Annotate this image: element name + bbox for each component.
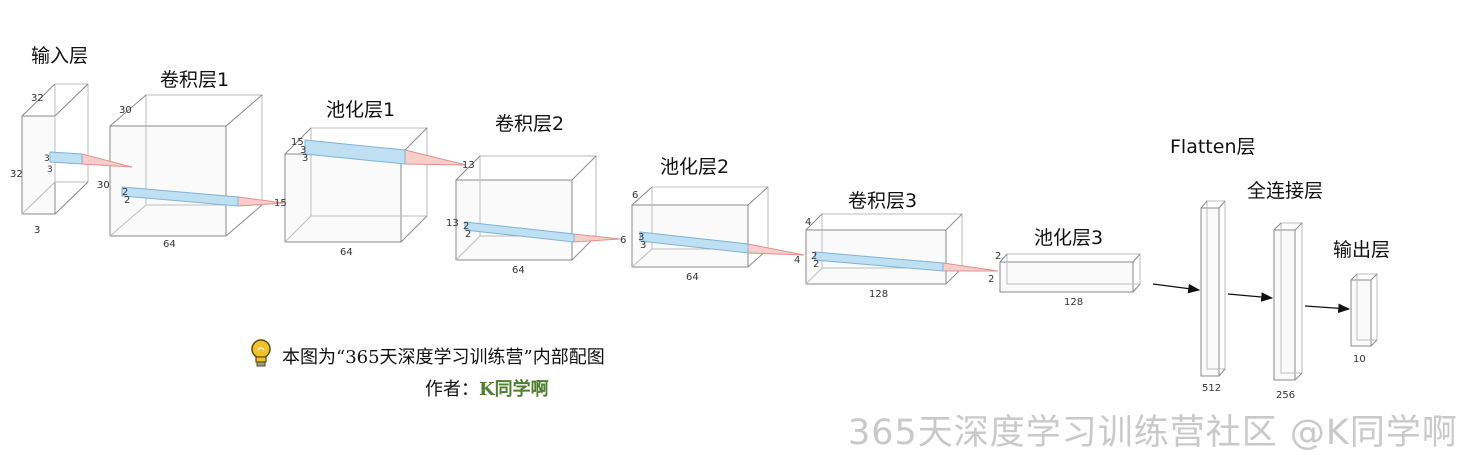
kernel-5 (639, 231, 749, 254)
author-label: 作者： (425, 379, 479, 400)
pool2-depth-label: 64 (686, 272, 699, 283)
pool3-height-label: 2 (995, 251, 1001, 262)
arrow-flatten (1152, 283, 1201, 294)
conv2-depth-label: 64 (512, 265, 525, 276)
pool3-depth-label: 128 (1064, 297, 1083, 308)
dimension-labels: 32 32 3 3 3 30 30 64 2 2 15 15 64 3 3 13… (10, 93, 1366, 401)
projection-5 (747, 243, 805, 256)
figure-caption: 本图为“365天深度学习训练营”内部配图 (282, 347, 605, 368)
projection-6 (942, 262, 999, 272)
dense-layer-title: 全连接层 (1247, 180, 1324, 202)
watermark: 365天深度学习训练营社区 @K同学啊 (848, 413, 1458, 453)
pool3-layer-title: 池化层3 (1034, 227, 1104, 249)
kernel-3 (304, 139, 406, 165)
input-kernel-label-a: 3 (44, 154, 50, 164)
pool1-kernel-label-b: 3 (302, 153, 308, 164)
input-depth-label: 3 (34, 225, 40, 236)
arrow-dense (1227, 292, 1274, 302)
kernel-4 (464, 221, 575, 243)
pool2-kernel-label-b: 3 (640, 240, 646, 251)
conv3-kernel-label-b: 2 (813, 259, 819, 270)
input-layer-title: 输入层 (31, 45, 89, 67)
conv3-height-label: 4 (805, 217, 811, 228)
conv1-out-label: 15 (274, 198, 287, 209)
conv1-height-label: 30 (119, 105, 132, 116)
input-kernel-label-b: 3 (47, 165, 53, 175)
conv2-out-label: 6 (620, 235, 626, 246)
arrow-output (1304, 303, 1351, 314)
flow-arrows (1152, 283, 1351, 314)
projection-4 (573, 233, 621, 243)
network-diagram: 32 32 3 3 3 30 30 64 2 2 15 15 64 3 3 13… (10, 83, 1378, 401)
input-width-label: 32 (10, 169, 23, 180)
pool2-layer-box (631, 186, 769, 268)
conv1-layer-box (109, 94, 263, 237)
conv2-width-label: 13 (446, 218, 459, 229)
conv1-depth-label: 64 (163, 239, 176, 250)
conv2-layer-title: 卷积层2 (495, 113, 565, 135)
conv3-out-label: 2 (988, 274, 994, 285)
dense-layer-box (1273, 222, 1303, 381)
conv2-height-label: 13 (462, 160, 475, 171)
pool1-layer-box (284, 127, 428, 243)
pool3-layer-box (999, 253, 1141, 293)
conv2-kernel-label-a: 2 (463, 221, 469, 232)
author-name: K同学啊 (479, 379, 549, 400)
dense-size-label: 256 (1276, 390, 1295, 401)
output-size-label: 10 (1353, 354, 1366, 365)
kernel-2 (121, 186, 239, 207)
conv1-width-label: 30 (97, 180, 110, 191)
pool2-layer-title: 池化层2 (660, 156, 730, 178)
conv1-kernel-label-b: 2 (124, 195, 130, 206)
pool1-height-label: 15 (291, 137, 304, 148)
filter-kernels (49, 139, 944, 272)
output-layer-box (1350, 273, 1378, 347)
kernel-1 (49, 151, 83, 165)
input-layer-box (21, 83, 89, 215)
output-layer-title: 输出层 (1333, 239, 1391, 261)
kernel-6 (814, 251, 944, 272)
pool1-layer-title: 池化层1 (326, 99, 396, 121)
conv3-layer-title: 卷积层3 (848, 190, 918, 212)
lightbulb-icon (251, 339, 271, 367)
pool2-kernel-label-a: 3 (638, 232, 644, 243)
conv1-layer-title: 卷积层1 (160, 69, 230, 91)
pool2-height-label: 6 (632, 190, 638, 201)
conv3-depth-label: 128 (869, 289, 888, 300)
flatten-size-label: 512 (1202, 383, 1221, 394)
conv1-kernel-label-a: 2 (122, 187, 128, 198)
author-line: 作者：K同学啊 (425, 375, 549, 401)
conv2-layer-box (455, 155, 597, 261)
input-height-label: 32 (31, 93, 44, 104)
flatten-layer-title: Flatten层 (1170, 136, 1256, 158)
conv2-kernel-label-b: 2 (465, 229, 471, 240)
conv3-kernel-label-a: 2 (811, 251, 817, 262)
flatten-layer-box (1200, 200, 1226, 377)
pool1-kernel-label-a: 3 (300, 145, 306, 156)
conv3-layer-box (805, 213, 963, 285)
pool1-depth-label: 64 (340, 247, 353, 258)
projection-3 (404, 149, 467, 166)
conv3-width-label: 4 (794, 255, 800, 266)
